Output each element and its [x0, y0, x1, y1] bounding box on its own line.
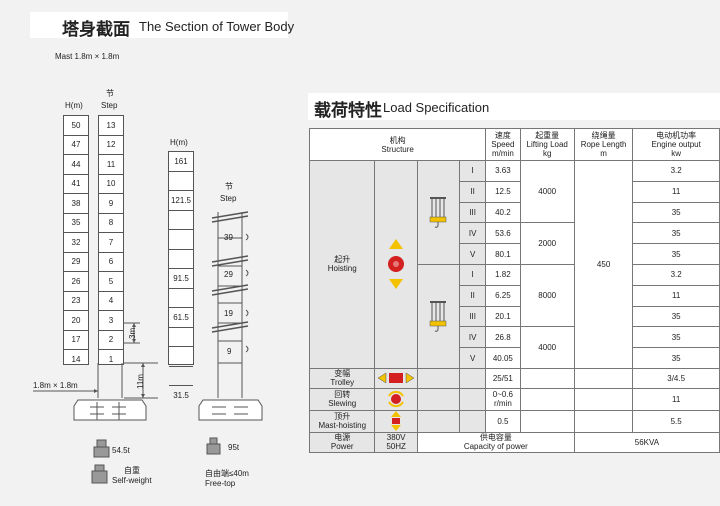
height-cell: 161 — [169, 152, 193, 172]
step-cell: 1 — [108, 355, 114, 365]
col3-step-cn: 节 — [225, 182, 233, 191]
dim-11m: 11m — [136, 374, 145, 389]
step-cell: 9 — [99, 194, 123, 214]
hook-icon — [416, 160, 461, 265]
weight-95: 95t — [228, 443, 240, 452]
free-top-en: Free-top — [205, 479, 236, 488]
step-cell: 10 — [99, 175, 123, 194]
slewing-icon — [388, 391, 404, 408]
mast-hoisting-icon — [391, 411, 402, 432]
height-cell: 44 — [64, 155, 88, 175]
height-cell — [169, 347, 193, 367]
step-cell: 7 — [99, 233, 123, 253]
height-cell: 23 — [64, 292, 88, 311]
height-cell: 41 — [64, 175, 88, 194]
height-cell — [169, 289, 193, 308]
self-weight-en: Self-weight — [112, 476, 152, 485]
height-cell: 50 — [64, 116, 88, 136]
col1-step-en: Step — [101, 101, 118, 110]
col3-step-19: 19 — [224, 309, 233, 318]
mast-size: Mast 1.8m × 1.8m — [55, 52, 120, 61]
hoisting-cn: 起升 — [334, 255, 351, 265]
height-cell: 91.5 — [169, 269, 193, 289]
load-title-bar — [308, 93, 720, 120]
weight-54: 54.5t — [112, 446, 130, 455]
col2-height-column: 161 121.5 91.5 61.5 31.5 — [168, 151, 194, 400]
height-cell — [169, 250, 193, 269]
step-cell: 5 — [99, 272, 123, 292]
height-cell: 32 — [64, 233, 88, 253]
free-top-cn: 自由端≤40m — [205, 469, 249, 478]
col3-step-29: 29 — [224, 270, 233, 279]
base-size: 1.8m × 1.8m — [33, 381, 78, 390]
height-cell: 17 — [64, 331, 88, 350]
col3-step-en: Step — [220, 194, 237, 203]
height-cell: 20 — [64, 311, 88, 331]
step-cell: 2 — [99, 331, 123, 350]
tower-title-bar — [30, 12, 288, 38]
col1-step-cn: 节 — [106, 89, 114, 98]
height-cell — [169, 230, 193, 250]
height-cell: 35 — [64, 214, 88, 233]
height-cell: 38 — [64, 194, 88, 214]
step-cell: 8 — [99, 214, 123, 233]
hook-icon — [416, 263, 461, 369]
load-title-en: Load Specification — [383, 100, 490, 115]
height-cell — [169, 211, 193, 230]
height-cell: 26 — [64, 272, 88, 292]
step-cell: 12 — [99, 136, 123, 155]
height-cell: 31.5 — [173, 391, 189, 401]
height-cell — [169, 328, 193, 347]
self-weight-cn: 自重 — [124, 466, 140, 475]
col2-h-label: H(m) — [170, 138, 188, 147]
hoisting-icon — [388, 239, 405, 290]
step-cell: 13 — [99, 116, 123, 136]
step-cell: 3 — [99, 311, 123, 331]
height-cell: 29 — [64, 253, 88, 272]
height-cell: 61.5 — [169, 308, 193, 328]
height-cell: 47 — [64, 136, 88, 155]
col3-step-9: 9 — [227, 347, 232, 356]
height-cell — [169, 172, 193, 191]
col1-h-label: H(m) — [65, 101, 83, 110]
height-cell — [169, 367, 193, 386]
trolley-icon — [378, 373, 415, 384]
tower-title-cn: 塔身截面 — [62, 20, 130, 39]
hoisting-en: Hoisting — [327, 264, 357, 274]
tower-drawing — [33, 211, 263, 484]
step-cell: 11 — [99, 155, 123, 175]
col3-step-39: 39 — [224, 233, 233, 242]
height-cell: 14 — [71, 355, 81, 365]
tower-title-en: The Section of Tower Body — [139, 19, 295, 34]
step-cell: 4 — [99, 292, 123, 311]
dim-3m: 3m — [128, 327, 137, 339]
height-cell: 121.5 — [169, 191, 193, 211]
load-title-cn: 载荷特性 — [314, 101, 382, 120]
step-cell: 6 — [99, 253, 123, 272]
